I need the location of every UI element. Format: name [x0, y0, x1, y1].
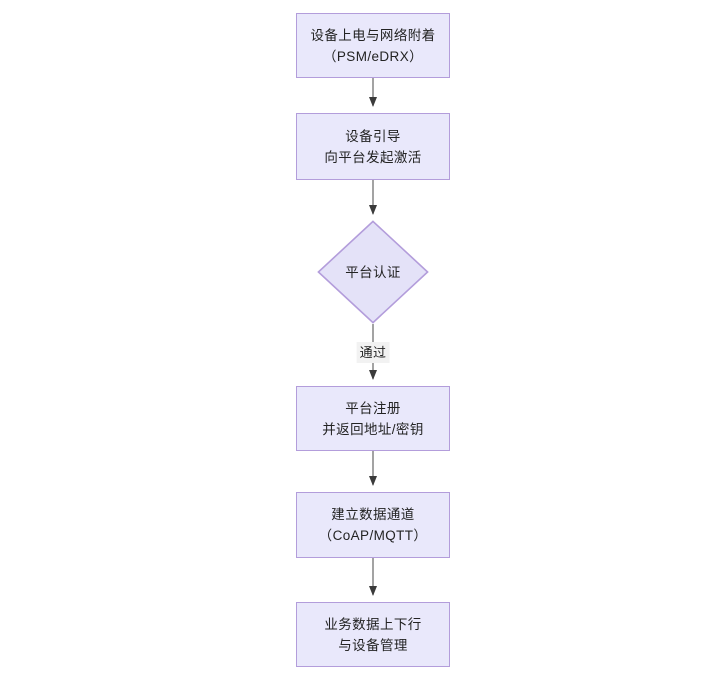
- node-data-channel[interactable]: 建立数据通道 （CoAP/MQTT）: [296, 492, 450, 558]
- node-platform-auth-label: 平台认证: [345, 264, 401, 280]
- diamond-shape-icon: [317, 220, 429, 324]
- edge-label-pass: 通过: [356, 342, 390, 363]
- node-platform-register-line-2: 并返回地址/密钥: [322, 421, 424, 437]
- node-platform-auth[interactable]: 平台认证: [317, 220, 429, 324]
- node-business-data-line-1: 业务数据上下行: [324, 616, 422, 632]
- node-power-on-line-2: （PSM/eDRX）: [322, 48, 424, 64]
- node-business-data-line-2: 与设备管理: [338, 637, 408, 653]
- node-bootstrap-line-2: 向平台发起激活: [324, 149, 422, 165]
- node-platform-register[interactable]: 平台注册 并返回地址/密钥: [296, 386, 450, 451]
- node-bootstrap-line-1: 设备引导: [345, 128, 401, 144]
- node-platform-register-line-1: 平台注册: [345, 400, 401, 416]
- node-data-channel-line-1: 建立数据通道: [331, 507, 415, 522]
- node-data-channel-line-2: （CoAP/MQTT）: [318, 528, 428, 543]
- node-business-data[interactable]: 业务数据上下行 与设备管理: [296, 602, 450, 667]
- node-power-on-line-1: 设备上电与网络附着: [310, 27, 436, 43]
- node-bootstrap[interactable]: 设备引导 向平台发起激活: [296, 113, 450, 180]
- node-power-on[interactable]: 设备上电与网络附着 （PSM/eDRX）: [296, 13, 450, 78]
